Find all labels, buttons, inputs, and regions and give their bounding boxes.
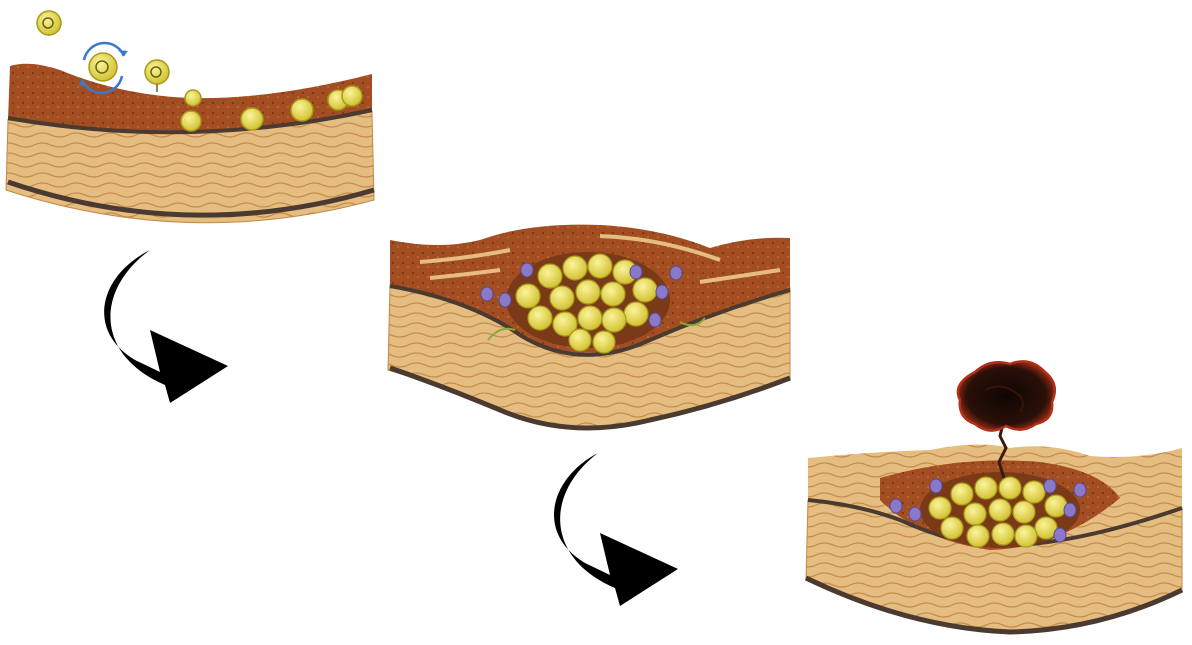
- stage-1-adhering-monocyte: [145, 60, 169, 92]
- stage-3-artery-wall: [806, 361, 1182, 632]
- curved-arrow-icon: [554, 453, 678, 606]
- stage-1-monocyte: [37, 11, 61, 35]
- stage-3-thrombus: [958, 361, 1055, 430]
- curved-arrow-icon: [104, 250, 228, 403]
- stage-1-artery-wall: [6, 11, 374, 223]
- stage-2-artery-wall: [388, 225, 790, 428]
